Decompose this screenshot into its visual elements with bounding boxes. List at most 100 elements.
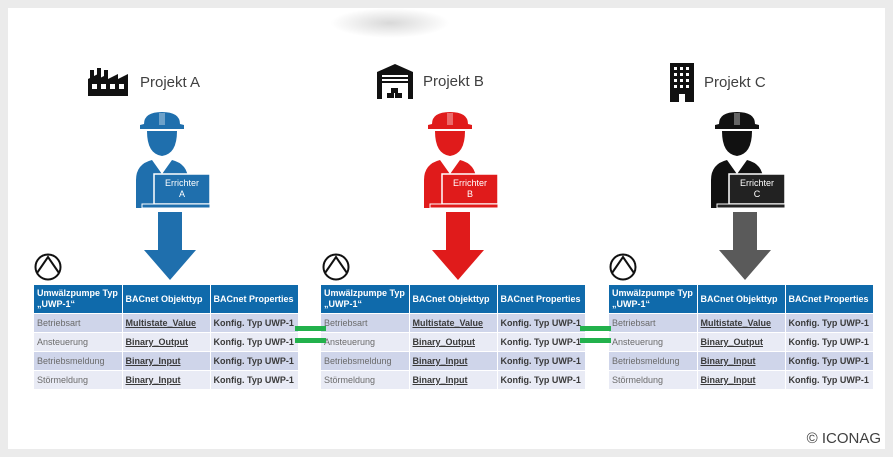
- table-cell-text: Binary_Output: [125, 336, 189, 347]
- table-cell: Konfig. Typ UWP-1: [785, 370, 874, 389]
- errichter-label-line2: A: [178, 189, 185, 199]
- table-cell: Betriebsart: [609, 313, 698, 333]
- office-building-icon: [670, 63, 694, 102]
- project-title: Projekt A: [140, 73, 201, 91]
- pump-symbol-icon: [609, 253, 637, 281]
- down-arrow-b: [432, 212, 484, 280]
- table-header-cell: Umwälzpumpe Typ „UWP-1“: [321, 285, 410, 314]
- table-header-cell: BACnet Properties: [497, 285, 586, 314]
- top-glow: [330, 8, 450, 38]
- table-cell-text: Binary_Output: [700, 336, 764, 347]
- table-cell-text: Multistate_Value: [412, 317, 484, 328]
- table-cell-text: Binary_Output: [412, 336, 476, 347]
- warehouse-icon: [377, 64, 413, 99]
- table-cell: Konfig. Typ UWP-1: [497, 332, 586, 352]
- table-cell: Konfig. Typ UWP-1: [497, 351, 586, 371]
- table-cell: Binary_Output: [409, 332, 498, 352]
- table-cell: Konfig. Typ UWP-1: [785, 332, 874, 352]
- errichter-label-line2: B: [466, 189, 473, 199]
- pump-symbol-icon: [34, 253, 62, 281]
- table-cell: Konfig. Typ UWP-1: [210, 313, 299, 333]
- down-arrow-a: [144, 212, 196, 280]
- table-cell: Binary_Input: [409, 370, 498, 389]
- table-cell: Betriebsart: [34, 313, 123, 333]
- down-arrow-c: [719, 212, 771, 280]
- table-header-cell: BACnet Properties: [210, 285, 299, 314]
- table-cell: Binary_Input: [122, 370, 211, 389]
- project-a-header: Projekt A: [88, 66, 200, 98]
- table-header-cell: BACnet Objekttyp: [697, 285, 786, 314]
- table-cell: Konfig. Typ UWP-1: [785, 351, 874, 371]
- table-cell: Störmeldung: [609, 370, 698, 389]
- copyright-text: © ICONAG: [806, 430, 881, 447]
- errichter-label-line2: C: [753, 189, 761, 199]
- table-header-cell: BACnet Objekttyp: [409, 285, 498, 314]
- table-cell-text: Binary_Input: [412, 355, 468, 366]
- table-cell: Multistate_Value: [697, 313, 786, 333]
- table-cell: Multistate_Value: [122, 313, 211, 333]
- table-cell-text: Multistate_Value: [700, 317, 772, 328]
- table-cell: Binary_Input: [122, 351, 211, 371]
- table-cell: Konfig. Typ UWP-1: [497, 370, 586, 389]
- project-b-header: Projekt B: [375, 62, 484, 100]
- table-cell: Multistate_Value: [409, 313, 498, 333]
- worker-icon: [711, 112, 786, 209]
- project-c-header: Projekt C: [668, 62, 766, 102]
- table-cell-text: Binary_Input: [700, 355, 756, 366]
- equals-sign-ab: [295, 326, 326, 350]
- table-cell: Störmeldung: [321, 370, 410, 389]
- table-cell-text: Binary_Input: [412, 374, 468, 385]
- table-cell: Betriebsmeldung: [321, 351, 410, 371]
- table-header-cell: Umwälzpumpe Typ „UWP-1“: [34, 285, 123, 314]
- table-cell: Konfig. Typ UWP-1: [210, 332, 299, 352]
- table-cell: Betriebsart: [321, 313, 410, 333]
- errichter-label-line1: Errichter: [739, 178, 774, 188]
- project-title: Projekt B: [423, 72, 484, 90]
- table-cell: Binary_Input: [697, 351, 786, 371]
- table-cell: Betriebsmeldung: [34, 351, 123, 371]
- equals-sign-bc: [580, 326, 611, 350]
- table-cell-text: Binary_Input: [125, 355, 181, 366]
- table-header-cell: BACnet Objekttyp: [122, 285, 211, 314]
- table-cell: Konfig. Typ UWP-1: [497, 313, 586, 333]
- table-cell: Ansteuerung: [609, 332, 698, 352]
- table-cell: Konfig. Typ UWP-1: [785, 313, 874, 333]
- table-cell-text: Binary_Input: [125, 374, 181, 385]
- table-cell: Ansteuerung: [34, 332, 123, 352]
- table-cell: Binary_Input: [409, 351, 498, 371]
- table-header-cell: BACnet Properties: [785, 285, 874, 314]
- table-cell-text: Binary_Input: [700, 374, 756, 385]
- table-cell: Konfig. Typ UWP-1: [210, 370, 299, 389]
- errichter-label-line1: Errichter: [452, 178, 487, 188]
- table-cell: Betriebsmeldung: [609, 351, 698, 371]
- table-cell: Ansteuerung: [321, 332, 410, 352]
- table-cell: Konfig. Typ UWP-1: [210, 351, 299, 371]
- table-cell: Binary_Output: [122, 332, 211, 352]
- worker-icon: [136, 112, 211, 209]
- errichter-label-line1: Errichter: [164, 178, 199, 188]
- table-cell: Binary_Output: [697, 332, 786, 352]
